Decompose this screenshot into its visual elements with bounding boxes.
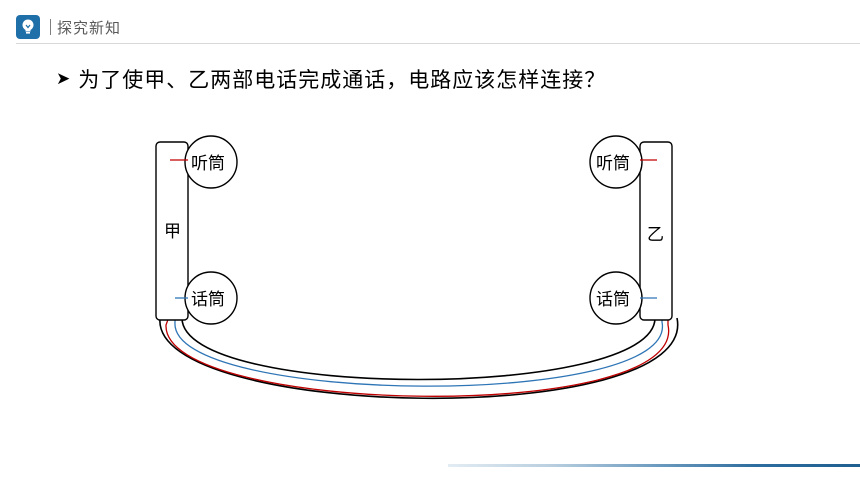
cable-outer-outline: [159, 317, 679, 400]
phone-body-left: [155, 141, 189, 321]
question-text: 为了使甲、乙两部电话完成通话，电路应该怎样连接？: [78, 68, 607, 92]
phone-body-right: [639, 141, 673, 321]
earpiece-left: [184, 135, 238, 189]
question-line: ➤ 为了使甲、乙两部电话完成通话，电路应该怎样连接？: [56, 64, 606, 94]
section-header: 探究新知: [16, 12, 121, 42]
blue-wire: [174, 151, 668, 387]
header-separator: [50, 19, 51, 35]
cable-inner-outline: [181, 317, 656, 381]
section-title: 探究新知: [57, 18, 122, 37]
header-divider: [16, 43, 860, 44]
arrow-bullet-icon: ➤: [56, 69, 71, 89]
earpiece-left-label: 听筒: [191, 154, 225, 174]
mouthpiece-left-label: 话筒: [191, 290, 225, 310]
earpiece-right-label: 听筒: [596, 154, 630, 174]
lightbulb-icon: [16, 15, 40, 39]
phone-right-name: 乙: [647, 225, 664, 245]
phone-left-name: 甲: [164, 222, 181, 242]
footer-accent-bar: [448, 464, 860, 467]
mouthpiece-right-label: 话筒: [596, 290, 630, 310]
earpiece-right: [589, 135, 643, 189]
